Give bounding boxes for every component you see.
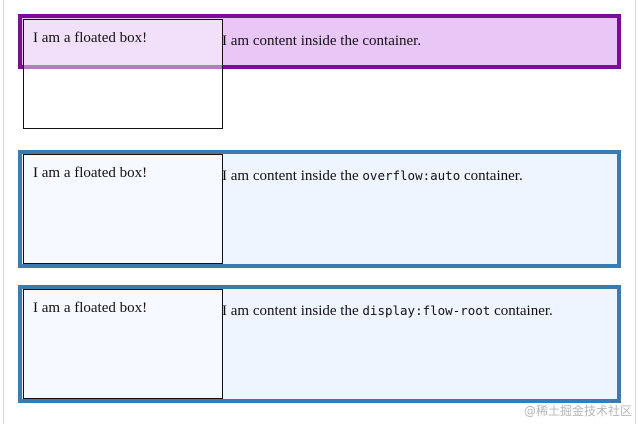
container-content-default: I am content inside the container.: [222, 31, 421, 51]
floated-box-label: I am a floated box!: [33, 300, 148, 316]
container-content-flow-root: I am content inside the display:flow-roo…: [222, 301, 553, 321]
content-text: I am content inside the: [222, 303, 363, 319]
floated-box-label: I am a floated box!: [33, 30, 148, 46]
content-text: I am content inside the container.: [222, 33, 422, 49]
floated-box-3: I am a floated box!: [23, 289, 223, 399]
container-content-overflow-auto: I am content inside the overflow:auto co…: [222, 166, 523, 186]
container-default: [18, 14, 621, 69]
content-text-end: container.: [490, 303, 553, 319]
content-code: overflow:auto: [362, 168, 461, 183]
demo-frame: [3, 0, 636, 424]
floated-box-label: I am a floated box!: [33, 165, 148, 181]
content-text-end: container.: [460, 168, 523, 184]
content-code: display:flow-root: [362, 303, 491, 318]
floated-box-1: I am a floated box!: [23, 19, 223, 129]
watermark: @稀土掘金技术社区: [523, 404, 632, 418]
floated-box-2: I am a floated box!: [23, 154, 223, 264]
content-text: I am content inside the: [222, 168, 363, 184]
